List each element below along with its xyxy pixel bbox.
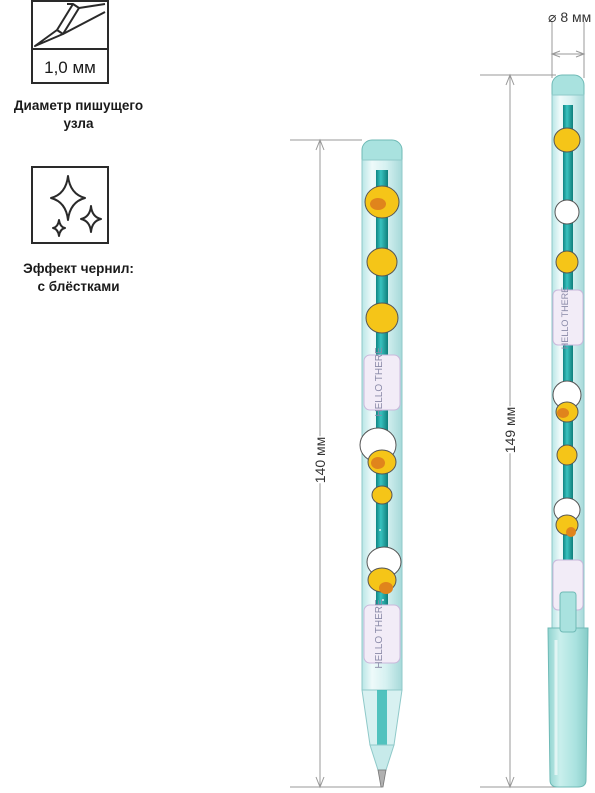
nib-diameter-value: 1,0 мм — [44, 58, 96, 77]
ink-effect-caption: Эффект чернил: с блёстками — [0, 260, 157, 296]
dimension-line-149 — [480, 73, 560, 789]
ink-caption-line2: с блёстками — [37, 279, 120, 294]
icon-divider — [33, 48, 107, 50]
pen-without-cap: HELLO THERE HELLO THERE — [359, 139, 403, 788]
ink-caption-line1: Эффект чернил: — [23, 261, 134, 276]
length-label-140: 140 мм — [312, 436, 328, 484]
diameter-label: ⌀ 8 мм — [548, 9, 592, 25]
character-print — [359, 185, 402, 594]
svg-text:HELLO THERE: HELLO THERE — [560, 287, 570, 349]
dimension-line-diameter — [550, 22, 586, 78]
length-label-149: 149 мм — [502, 406, 518, 454]
svg-text:HELLO THERE: HELLO THERE — [374, 599, 385, 669]
pen-nib-icon — [34, 3, 106, 47]
nib-caption-line1: Диаметр пишущего — [13, 98, 144, 113]
svg-text:HELLO THERE: HELLO THERE — [374, 347, 385, 417]
sparkles-icon — [50, 175, 102, 237]
character-print-capped — [552, 127, 582, 537]
nib-diameter-caption: Диаметр пишущего узла — [0, 97, 157, 133]
nib-caption-line2: узла — [63, 116, 94, 131]
nib-diameter-icon-box: 1,0 мм — [31, 0, 109, 84]
pen-with-cap: HELLO THERE — [547, 74, 589, 788]
ink-effect-icon-box — [31, 166, 109, 244]
